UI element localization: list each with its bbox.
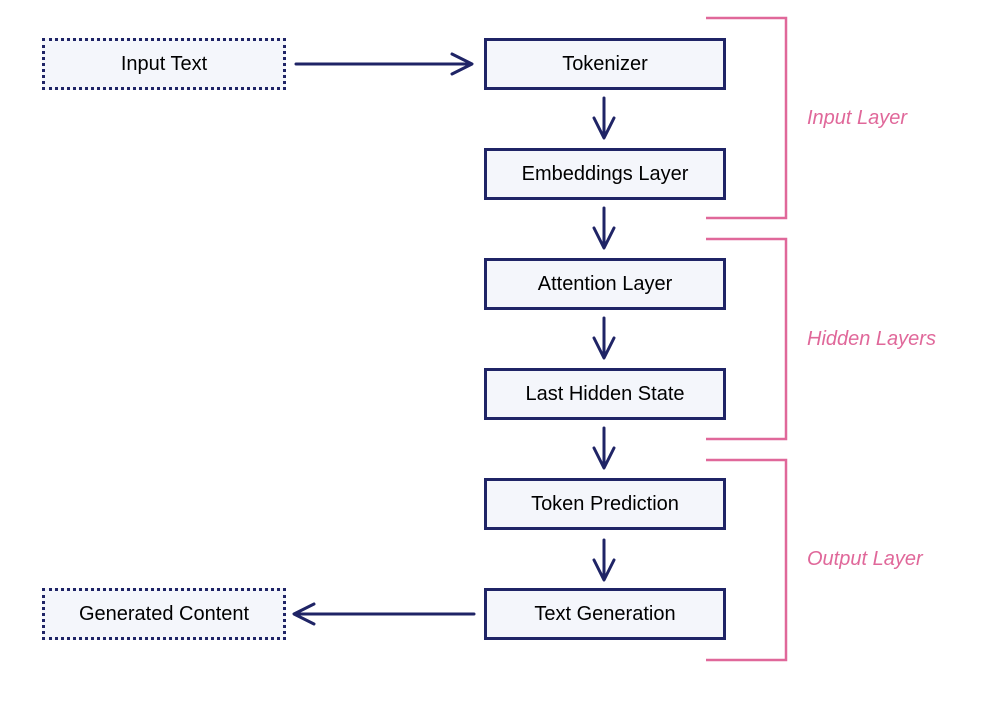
embeddings-layer-label: Embeddings Layer bbox=[521, 162, 689, 185]
generated-content-node: Generated Content bbox=[42, 588, 286, 640]
text-generation-node: Text Generation bbox=[484, 588, 726, 640]
tokenizer-label: Tokenizer bbox=[562, 52, 648, 75]
arrow-hidden-state-to-prediction bbox=[592, 426, 616, 470]
tokenizer-node: Tokenizer bbox=[484, 38, 726, 90]
token-prediction-node: Token Prediction bbox=[484, 478, 726, 530]
input-layer-group-label: Input Layer bbox=[807, 107, 908, 129]
last-hidden-state-node: Last Hidden State bbox=[484, 368, 726, 420]
input-layer-bracket bbox=[706, 16, 788, 220]
hidden-layers-group-label: Hidden Layers bbox=[807, 328, 936, 350]
arrow-attention-to-hidden-state bbox=[592, 316, 616, 360]
input-text-node: Input Text bbox=[42, 38, 286, 90]
embeddings-layer-node: Embeddings Layer bbox=[484, 148, 726, 200]
arrow-prediction-to-generation bbox=[592, 538, 616, 582]
arrow-input-to-tokenizer bbox=[294, 52, 474, 76]
arrow-embeddings-to-attention bbox=[592, 206, 616, 250]
output-layer-bracket bbox=[706, 458, 788, 662]
last-hidden-state-label: Last Hidden State bbox=[525, 382, 685, 405]
arrow-generation-to-content bbox=[292, 602, 476, 626]
arrow-tokenizer-to-embeddings bbox=[592, 96, 616, 140]
attention-layer-label: Attention Layer bbox=[537, 272, 673, 295]
output-layer-group-label: Output Layer bbox=[807, 548, 923, 570]
token-prediction-label: Token Prediction bbox=[531, 492, 679, 515]
hidden-layers-bracket bbox=[706, 237, 788, 441]
input-text-label: Input Text bbox=[120, 52, 208, 75]
attention-layer-node: Attention Layer bbox=[484, 258, 726, 310]
text-generation-label: Text Generation bbox=[534, 602, 676, 625]
generated-content-label: Generated Content bbox=[78, 602, 250, 625]
